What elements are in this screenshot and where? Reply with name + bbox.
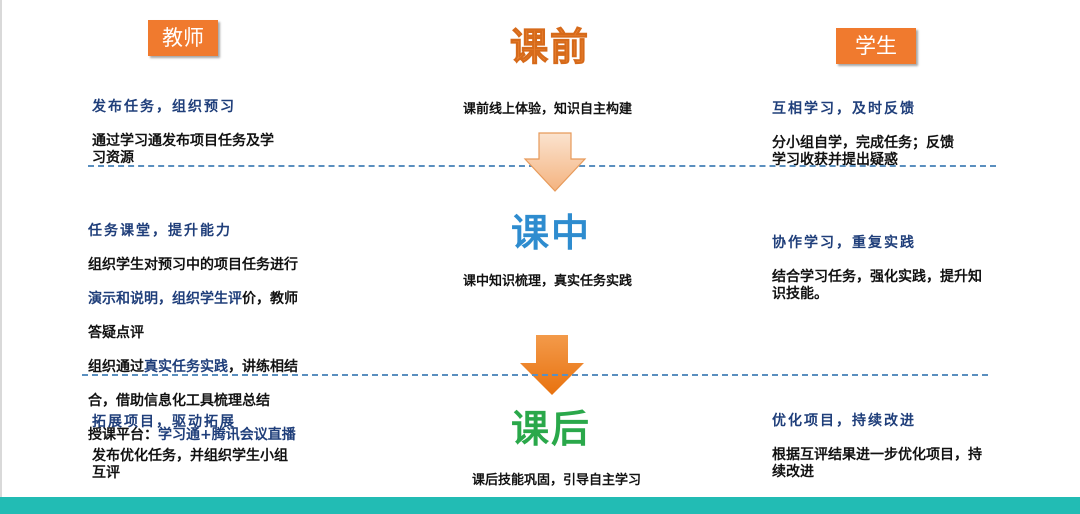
down-arrow-dark-icon (520, 335, 584, 395)
teacher-block-post: 拓展项目，驱动拓展 发布优化任务，并组织学生小组 互评 (92, 397, 352, 499)
bottom-bar (0, 497, 1080, 514)
teacher-block-mid: 任务课堂，提升能力 组织学生对预习中的项目任务进行 演示和说明，组织学生评价，教… (88, 206, 378, 461)
student-block-pre: 互相学习，及时反馈 分小组自学，完成任务；反馈 学习收获并提出疑惑 (772, 84, 1032, 186)
teacher-line2-highlight: 演示和说明，组织学生评 (88, 291, 242, 307)
phase-title-pre: 课前 (509, 25, 590, 70)
teacher-line2-mid: 演示和说明，组织学生评价，教师 (88, 291, 378, 308)
teacher-body-post: 发布优化任务，并组织学生小组 互评 (92, 448, 288, 481)
phase-caption-pre: 课前线上体验，知识自主构建 (463, 102, 633, 117)
teacher-line4-highlight: 真实任务实践 (144, 359, 228, 375)
student-block-post: 优化项目，持续改进 根据互评结果进一步优化项目，持 续改进 (772, 396, 1042, 498)
teacher-line6-mid: 授课平台：学习通+腾讯会议直播 (88, 427, 378, 444)
teacher-block-pre: 发布任务，组织预习 通过学习通发布项目任务及学 习资源 (92, 82, 352, 184)
phase-title-mid: 课中 (510, 211, 591, 255)
student-heading-mid: 协作学习，重复实践 (772, 235, 916, 251)
phase-caption-mid: 课中知识梳理，真实任务实践 (463, 274, 633, 289)
teacher-line4-a: 组织通过 (88, 359, 144, 375)
student-badge: 学生 (836, 28, 916, 64)
student-body-mid: 结合学习任务，强化实践，提升知 识技能。 (772, 269, 982, 302)
teacher-heading-mid: 任务课堂，提升能力 (88, 223, 232, 239)
teacher-line6-a: 授课平台： (88, 427, 158, 443)
student-block-mid: 协作学习，重复实践 结合学习任务，强化实践，提升知 识技能。 (772, 218, 1042, 320)
teacher-body-pre: 通过学习通发布项目任务及学 习资源 (92, 133, 274, 166)
divider-2 (82, 374, 988, 376)
teacher-heading-post: 拓展项目，驱动拓展 (92, 414, 236, 430)
phase-title-post: 课后 (510, 407, 591, 451)
teacher-line5-mid: 合，借助信息化工具梳理总结 (88, 393, 270, 409)
teacher-line1-mid: 组织学生对预习中的项目任务进行 (88, 257, 298, 273)
student-heading-post: 优化项目，持续改进 (772, 413, 916, 429)
teacher-line4-b: ，讲练相结 (228, 359, 298, 375)
teacher-line4-mid: 组织通过真实任务实践，讲练相结 (88, 359, 378, 376)
teacher-line2-rest: 价，教师 (242, 291, 298, 307)
down-arrow-light-icon (523, 132, 587, 192)
teacher-line3-mid: 答疑点评 (88, 325, 144, 341)
student-body-pre: 分小组自学，完成任务；反馈 学习收获并提出疑惑 (772, 135, 954, 168)
phase-caption-post: 课后技能巩固，引导自主学习 (472, 473, 642, 488)
teacher-badge: 教师 (148, 20, 218, 56)
teacher-line6-highlight: 学习通+腾讯会议直播 (158, 427, 296, 443)
teacher-heading-pre: 发布任务，组织预习 (92, 99, 236, 115)
student-body-post: 根据互评结果进一步优化项目，持 续改进 (772, 447, 982, 480)
page-border (0, 0, 2, 514)
student-heading-pre: 互相学习，及时反馈 (772, 101, 916, 117)
